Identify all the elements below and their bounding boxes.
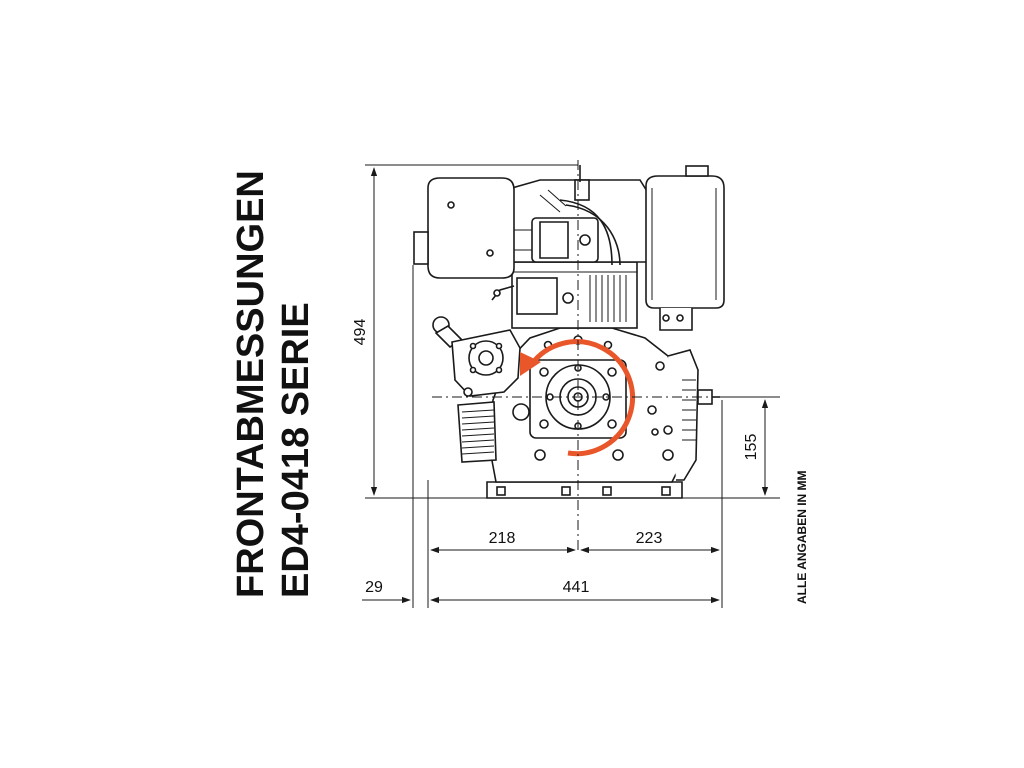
base-bolt-right [661, 486, 671, 496]
center-lines [432, 160, 770, 552]
crankshaft-flange [529, 359, 627, 439]
units-note: ALLE ANGABEN IN MM [795, 470, 809, 604]
muffler [645, 175, 725, 309]
title-line-1: FRONTABMESSUNGEN [230, 170, 272, 598]
cooling-fins-block [589, 275, 627, 322]
right-side-housing [667, 349, 699, 481]
rotation-direction-arrow-icon [520, 339, 635, 457]
dimension-lines [362, 164, 780, 608]
offset-label: 29 [365, 579, 383, 596]
air-filter [427, 177, 515, 279]
engine-base [486, 481, 683, 499]
shaft-height-label: 155 [743, 434, 760, 461]
block-bolt [562, 292, 574, 304]
base-bolt-mid [561, 486, 571, 496]
crankcase-port [512, 403, 530, 421]
air-filter-intake [413, 231, 429, 265]
height-label: 494 [352, 319, 369, 346]
left-width-label: 218 [489, 530, 516, 547]
base-bolt-left [496, 486, 506, 496]
title-line-2: ED4-0418 SERIE [275, 302, 317, 598]
left-cooling-fins [457, 401, 497, 463]
total-width-label: 441 [563, 579, 590, 596]
rotation-arc [528, 339, 635, 457]
exhaust-outlet [685, 165, 709, 177]
injector-housing [516, 277, 558, 315]
right-fin-lines [682, 379, 696, 441]
engine-front-view-drawing [413, 165, 725, 499]
base-bolt-midright [602, 486, 612, 496]
dimension-labels: 494 155 218 223 441 29 [352, 319, 760, 596]
fuel-line-fitting [574, 179, 590, 201]
right-width-label: 223 [636, 530, 663, 547]
rotation-arrowhead [520, 352, 541, 376]
left-fin-lines [461, 409, 495, 455]
diagram-title: FRONTABMESSUNGEN ED4-0418 SERIE [230, 170, 317, 598]
